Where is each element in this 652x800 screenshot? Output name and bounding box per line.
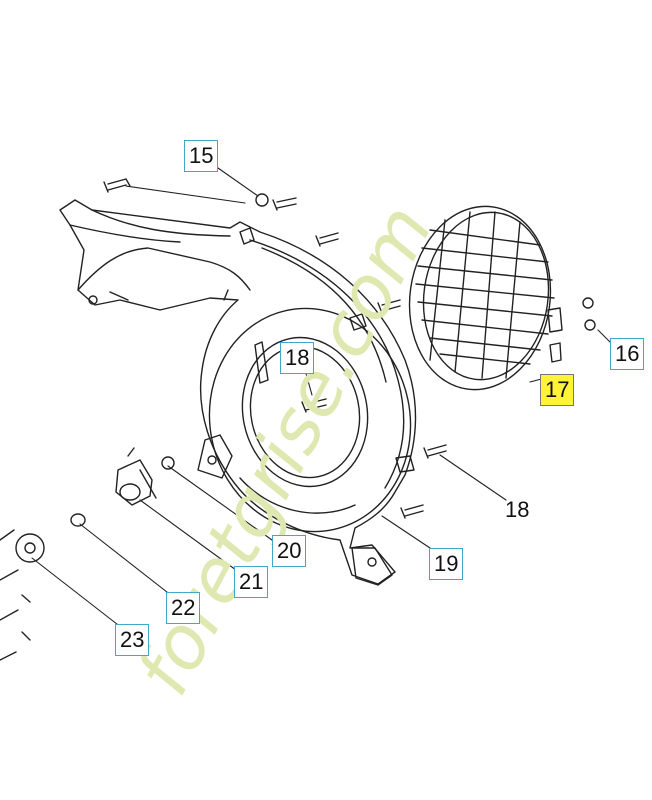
- grille-cover: [408, 205, 563, 391]
- small-parts: [0, 447, 175, 661]
- callout-15: 15: [184, 140, 219, 172]
- fan-housing: [59, 199, 417, 586]
- callout-16: 16: [610, 338, 645, 370]
- callout-19: 19: [429, 548, 464, 580]
- screws: [103, 178, 447, 519]
- callout-21: 21: [234, 566, 269, 598]
- nuts: [582, 297, 596, 331]
- label-18-right: 18: [505, 497, 530, 522]
- callout-17: 17: [540, 374, 575, 406]
- callout-23: 23: [115, 624, 150, 656]
- callout-22: 22: [166, 592, 201, 624]
- leader-lines: [31, 167, 613, 629]
- callout-18-top: 18: [280, 342, 315, 374]
- callout-20: 20: [272, 535, 307, 567]
